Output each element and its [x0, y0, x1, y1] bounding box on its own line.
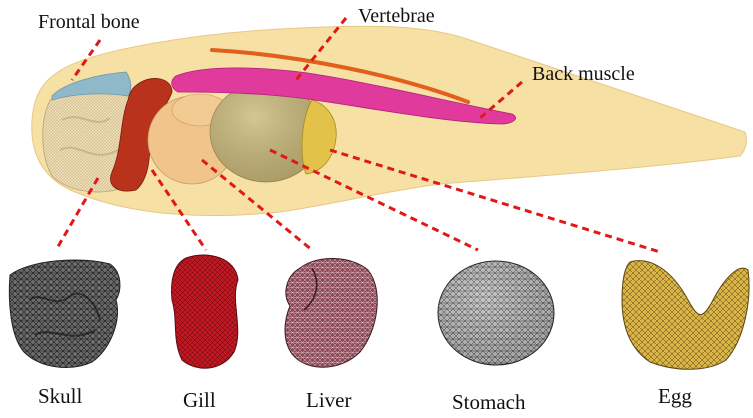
stomach-label: Stomach	[452, 392, 526, 413]
stomach-mesh-shading	[438, 261, 554, 365]
vertebrae-label: Vertebrae	[358, 6, 435, 26]
egg-mesh	[622, 261, 749, 370]
skull-mesh	[9, 260, 120, 367]
back-muscle-label: Back muscle	[532, 64, 635, 84]
skull-label: Skull	[38, 386, 82, 407]
liver-label: Liver	[306, 390, 351, 411]
egg-label: Egg	[658, 386, 692, 407]
liver-mesh	[285, 258, 377, 367]
gill-label: Gill	[183, 390, 216, 411]
gill-mesh	[172, 255, 238, 368]
frontal-bone-label: Frontal bone	[38, 12, 140, 32]
